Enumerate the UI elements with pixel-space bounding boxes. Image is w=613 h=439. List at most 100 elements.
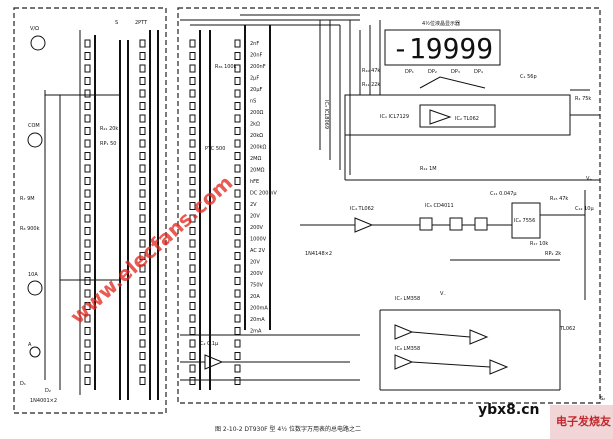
dp3: DP₃ — [451, 69, 460, 75]
input-jack-com[interactable] — [27, 132, 43, 148]
switch-contact — [84, 114, 91, 123]
opamp-ic7 — [394, 324, 414, 340]
range-label: 20MΩ — [250, 168, 265, 174]
ic-7556-label: IC₆ 7556 — [514, 218, 535, 224]
switch-contact — [234, 339, 241, 348]
switch-contact — [139, 89, 146, 98]
component-label: R₈ 900k — [20, 226, 40, 232]
component-label: RP₂ 2k — [545, 251, 561, 257]
switch-contact — [189, 277, 196, 285]
switch-contact — [84, 177, 91, 185]
switch-contact — [189, 339, 196, 348]
ic-icl8069-label: IC₃ ICL8069 — [323, 100, 329, 129]
switch-contact — [234, 139, 241, 148]
opamp-ic11 — [204, 354, 224, 370]
component-label: R₁₅ 47k — [550, 196, 568, 202]
opamp-ic4a — [354, 217, 374, 233]
ic-tl062-c-label: TL062 — [559, 326, 575, 332]
range-label: 2kΩ — [250, 122, 260, 128]
switch-contact — [84, 289, 91, 298]
switch-contact — [189, 352, 196, 360]
switch-contact — [234, 202, 241, 210]
input-label-com: COM — [28, 123, 40, 129]
switch-contact — [139, 364, 146, 373]
switch-contact — [139, 177, 146, 185]
component-label: 1N4001×2 — [30, 398, 57, 404]
input-label-10a: 10A — [28, 272, 38, 278]
analog-wiring — [180, 20, 600, 391]
switch-contact — [189, 102, 196, 110]
switch-contact — [189, 289, 196, 298]
switch-contact — [84, 39, 91, 48]
input-label-v-ohm: V/Ω — [30, 26, 39, 32]
component-label: RP₁ 50 — [100, 141, 116, 147]
component-label: C₂ 0.1μ — [200, 341, 219, 347]
ic-tl062-label: IC₂ TL062 — [455, 116, 479, 122]
component-label: D₂ — [45, 388, 51, 394]
lcd-display — [384, 29, 501, 66]
opamp-ic8 — [394, 354, 414, 370]
opamp-symbol — [429, 109, 452, 125]
switch-contact — [84, 352, 91, 360]
switch-contact — [139, 239, 146, 248]
component-label: C₁₁ 0.047μ — [490, 191, 517, 197]
ic-cd4011-label: IC₅ CD4011 — [425, 203, 454, 209]
input-jack-v-ohm[interactable] — [30, 35, 46, 51]
range-switch-wiring — [44, 14, 360, 400]
switch-s-label: S — [115, 20, 118, 26]
range-label: 200Ω — [250, 110, 264, 116]
switch-contact — [234, 152, 241, 160]
switch-contact — [189, 89, 196, 98]
ic-lm358-a-label: IC₇ LM358 — [395, 296, 420, 302]
display-connector-arrow — [419, 76, 486, 89]
switch-contact — [84, 377, 91, 385]
ic-icl7129-label: IC₁ ICL7129 — [380, 114, 409, 120]
range-label: 200nF — [250, 64, 266, 70]
dp4: DP₄ — [474, 69, 483, 75]
switch-contact — [189, 127, 196, 135]
switch-contact — [189, 189, 196, 198]
range-label: 1000V — [250, 237, 267, 243]
component-label: R₁₀ 47k — [362, 68, 380, 74]
switch-contact — [189, 302, 196, 310]
switch-contact — [139, 202, 146, 210]
switch-contact — [84, 302, 91, 310]
range-label: 20nF — [250, 53, 263, 59]
switch-contact — [139, 52, 146, 60]
input-jack-a[interactable] — [29, 346, 41, 358]
component-label: V₊ — [586, 176, 592, 182]
switch-contact — [84, 189, 91, 198]
range-label: 2MΩ — [250, 156, 261, 162]
switch-contact — [234, 39, 241, 48]
component-label: R₁₁ 22k — [362, 82, 380, 88]
switch-contact — [234, 314, 241, 323]
component-label: 1N4148×2 — [305, 251, 332, 257]
ic-tl062-box — [419, 104, 496, 128]
switch-contact — [84, 164, 91, 173]
switch-contact — [189, 177, 196, 185]
ic-tl062-b-label: IC₄ TL062 — [350, 206, 374, 212]
range-label: 20V — [250, 260, 260, 266]
ic-lm358-b-label: IC₈ LM358 — [395, 346, 420, 352]
switch-contact — [139, 214, 146, 223]
watermark-text: www.elecfans.com — [65, 170, 237, 328]
ic-icl7129 — [344, 94, 571, 136]
switch-2ptt-label: 2PTT — [135, 20, 148, 26]
input-label-a: A — [28, 342, 32, 348]
gate-b — [449, 217, 463, 231]
contact-pads — [84, 39, 241, 385]
switch-contact — [139, 64, 146, 73]
range-label: 20μF — [250, 87, 263, 93]
switch-contact — [234, 64, 241, 73]
switch-contact — [84, 277, 91, 285]
switch-contact — [139, 114, 146, 123]
input-jack-10a[interactable] — [27, 280, 43, 296]
switch-contact — [189, 264, 196, 273]
switch-contact — [84, 339, 91, 348]
switch-contact — [139, 39, 146, 48]
switch-contact — [84, 239, 91, 248]
component-label: R₁₇ 10k — [530, 241, 548, 247]
range-label: AC 2V — [250, 248, 266, 254]
range-label: 2mA — [250, 329, 262, 335]
